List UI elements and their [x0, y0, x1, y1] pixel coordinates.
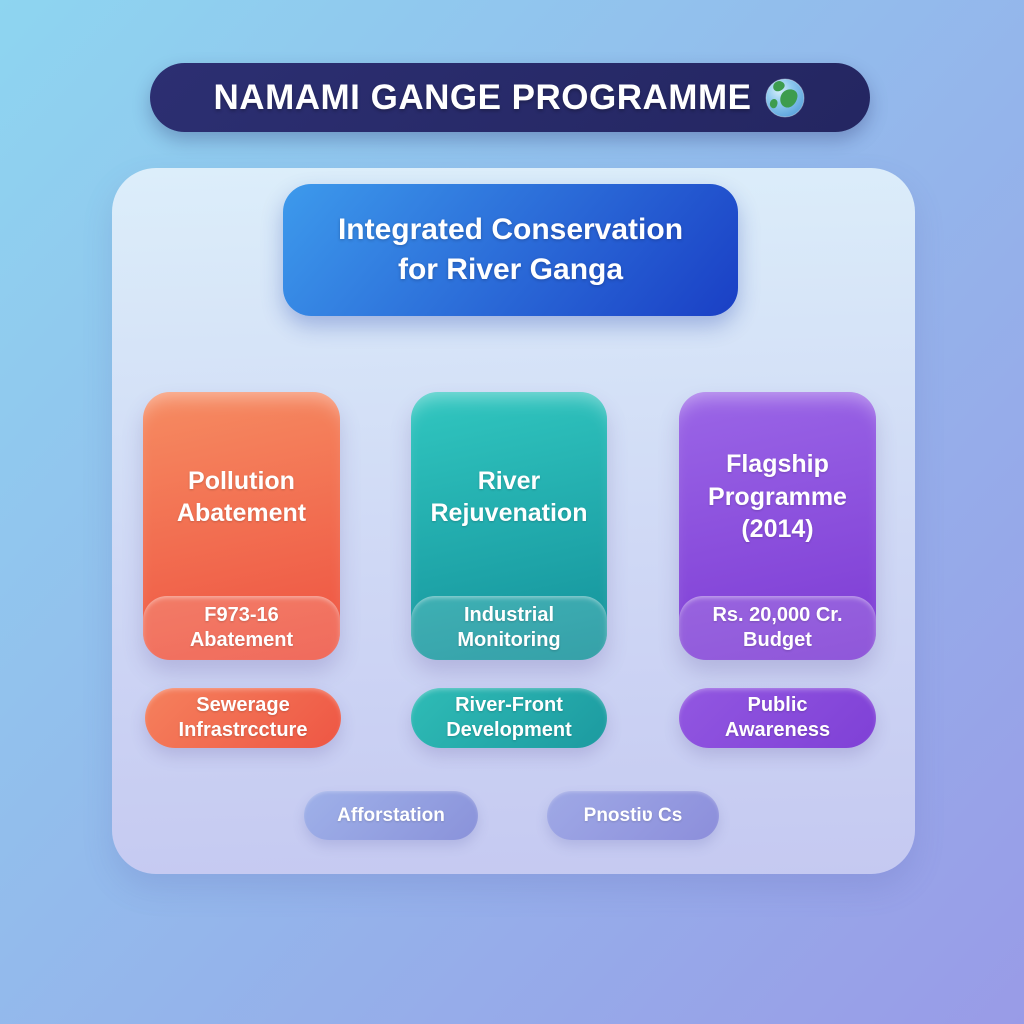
header-banner: NAMAMI GANGE PROGRAMME [150, 63, 870, 132]
card-title: Flagship Programme (2014) [708, 450, 847, 544]
card-footer-badge: F973-16 Abatement [143, 596, 340, 660]
pill-text: River-Front Development [446, 694, 572, 741]
card-footer-text: Industrial Monitoring [457, 604, 561, 651]
card-flagship-programme: Flagship Programme (2014) Rs. 20,000 Cr.… [679, 392, 876, 660]
main-theme-text: Integrated Conservation for River Ganga [337, 212, 684, 287]
card-title: River Rejuvenation [430, 466, 588, 528]
globe-icon [764, 77, 806, 119]
card-footer-text: F973-16 Abatement [189, 604, 294, 651]
card-title-wrap: Flagship Programme (2014) [679, 392, 876, 596]
card-title-wrap: River Rejuvenation [411, 392, 607, 596]
card-title-wrap: Pollution Abatement [143, 392, 340, 596]
pill-sewerage-infrastructure: Sewerage Infrastrccture [145, 688, 341, 748]
main-theme-box: Integrated Conservation for River Ganga [283, 184, 738, 316]
small-pill-text: Afforstation [337, 804, 445, 826]
card-title: Pollution Abatement [176, 466, 307, 528]
card-footer-text: Rs. 20,000 Cr. Budget [712, 604, 843, 651]
small-pill-pnostio-cs: Pnostiʋ Cs [547, 791, 719, 840]
card-pollution-abatement: Pollution Abatement F973-16 Abatement [143, 392, 340, 660]
pill-river-front-development: River-Front Development [411, 688, 607, 748]
small-pill-text: Pnostiʋ Cs [583, 804, 683, 826]
card-footer-badge: Industrial Monitoring [411, 596, 607, 660]
card-footer-badge: Rs. 20,000 Cr. Budget [679, 596, 876, 660]
page-title: NAMAMI GANGE PROGRAMME [213, 77, 752, 117]
small-pill-afforestation: Afforstation [304, 791, 478, 840]
pill-public-awareness: Public Awareness [679, 688, 876, 748]
pill-text: Public Awareness [724, 694, 831, 741]
pill-text: Sewerage Infrastrccture [178, 694, 308, 741]
card-river-rejuvenation: River Rejuvenation Industrial Monitoring [411, 392, 607, 660]
